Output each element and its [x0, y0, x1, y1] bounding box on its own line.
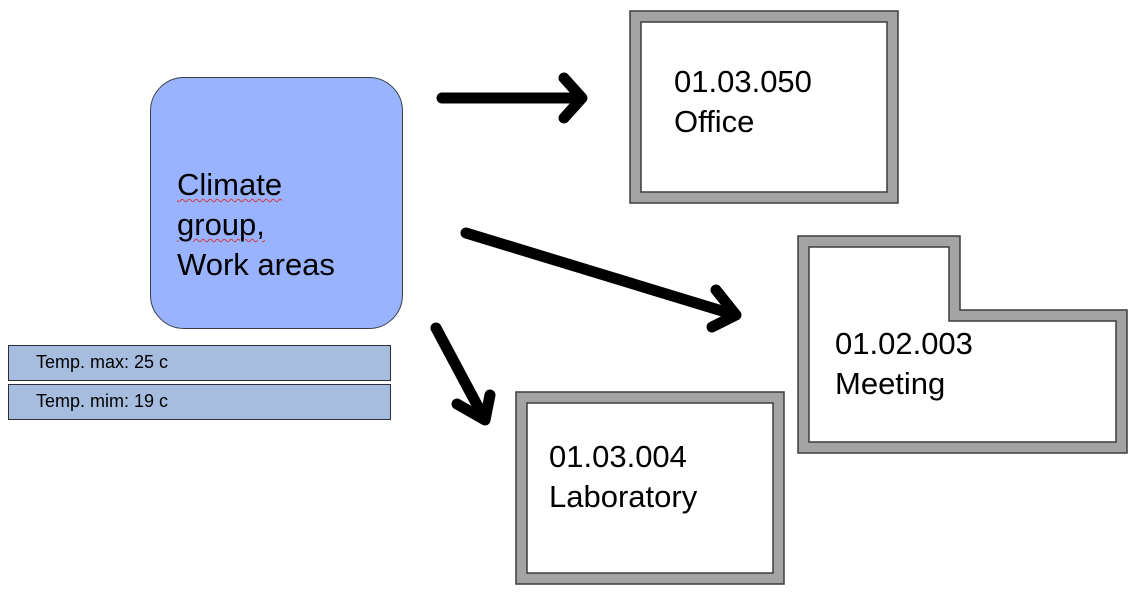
arrow-to-laboratory [430, 322, 496, 426]
meeting-label: 01.02.003 Meeting [835, 324, 973, 404]
meeting-number: 01.02.003 [835, 326, 973, 361]
climate-group-box [150, 77, 403, 329]
room-office [629, 10, 899, 204]
meeting-name: Meeting [835, 366, 946, 401]
climate-group-label: Climate group, Work areas [177, 165, 335, 285]
climate-group-line3: Work areas [177, 247, 335, 282]
temp-max-row: Temp. max: 25 c [8, 345, 391, 381]
room-laboratory [515, 391, 785, 585]
laboratory-name: Laboratory [549, 479, 698, 514]
arrow-to-office [436, 72, 588, 124]
laboratory-label: 01.03.004 Laboratory [549, 437, 697, 517]
room-meeting [797, 235, 1128, 454]
office-number: 01.03.050 [674, 64, 812, 99]
office-label: 01.03.050 Office [674, 62, 812, 142]
arrow-to-meeting [460, 227, 742, 333]
office-name: Office [674, 104, 755, 139]
climate-group-line1: Climate [177, 167, 283, 202]
climate-group-line2: group, [177, 207, 265, 242]
laboratory-number: 01.03.004 [549, 439, 687, 474]
temp-min-row: Temp. mim: 19 c [8, 384, 391, 420]
